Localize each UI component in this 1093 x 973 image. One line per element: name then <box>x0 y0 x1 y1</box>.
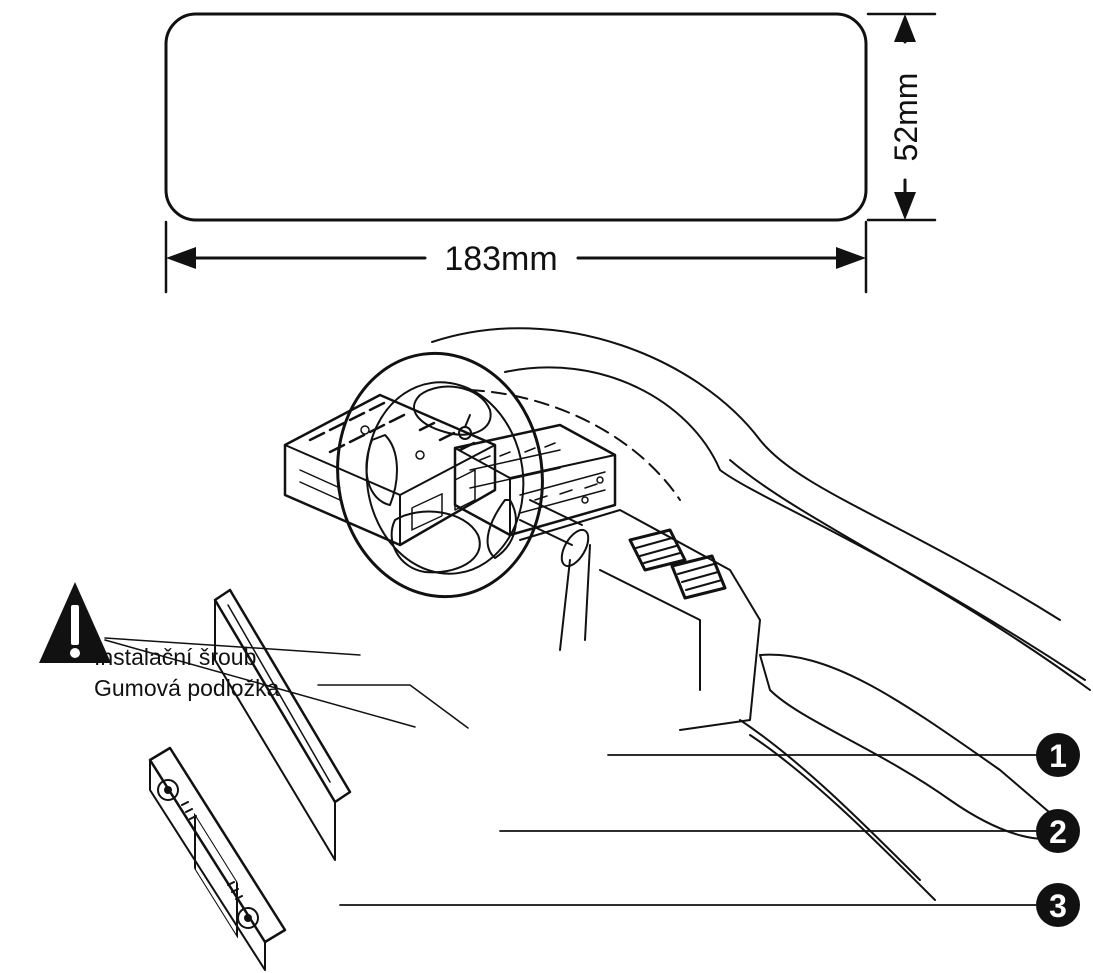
steering-wheel-spoke-left <box>365 434 398 506</box>
steering-wheel-spoke-right <box>486 499 517 559</box>
callout-number: 2 <box>1049 814 1067 850</box>
tuning-knob <box>237 907 259 929</box>
steering-wheel-outer <box>336 351 544 599</box>
air-vent-right <box>670 554 727 600</box>
warning-leader-line-1 <box>104 637 361 656</box>
steering-column-end <box>560 528 590 568</box>
center-console-inner <box>599 569 701 691</box>
volume-knob <box>157 779 179 801</box>
height-label: 52mm <box>888 73 924 162</box>
center-console-left <box>559 544 591 651</box>
callout-badge-1: 1 <box>1036 733 1080 777</box>
door-sill-line-2 <box>749 734 936 901</box>
warning-leader-line-2 <box>104 639 416 728</box>
width-label: 183mm <box>444 240 557 278</box>
steering-wheel-hub <box>390 510 481 574</box>
callout-badge-3: 3 <box>1036 883 1080 927</box>
width-arrow-left <box>166 247 196 269</box>
washer-label: Gumová podložka <box>94 675 280 701</box>
mounting-sleeve <box>453 423 617 537</box>
glovebox-panel <box>759 653 1071 840</box>
faceplate <box>148 746 287 971</box>
radio-unit <box>283 393 497 547</box>
air-vent-left <box>628 528 687 572</box>
callout-badge-2: 2 <box>1036 809 1080 853</box>
steering-wheel-inner <box>365 381 525 575</box>
width-arrow-right <box>836 247 866 269</box>
label-leader-line <box>317 684 469 729</box>
dashboard-top-curve <box>431 327 1061 621</box>
door-sill-line-1 <box>739 719 921 881</box>
callout-number: 1 <box>1049 738 1067 774</box>
screw-label: Instalační šroub <box>94 644 256 670</box>
height-arrow-top <box>894 14 916 42</box>
dashboard-dash-curve <box>469 389 681 501</box>
dashboard-inner-curve <box>504 366 1086 681</box>
center-console-outline <box>519 509 761 731</box>
dashboard-lower-edge <box>729 459 1091 691</box>
cutout-dimension-drawing: 183mm 52mm <box>164 12 937 294</box>
trim-frame <box>213 588 352 861</box>
callout-number: 3 <box>1049 888 1067 924</box>
cutout-rectangle <box>164 12 868 222</box>
car-dashboard-illustration <box>336 327 1091 901</box>
height-arrow-bottom <box>894 192 916 220</box>
steering-wheel-spoke-top <box>413 385 492 436</box>
warning-triangle-icon <box>39 582 111 663</box>
